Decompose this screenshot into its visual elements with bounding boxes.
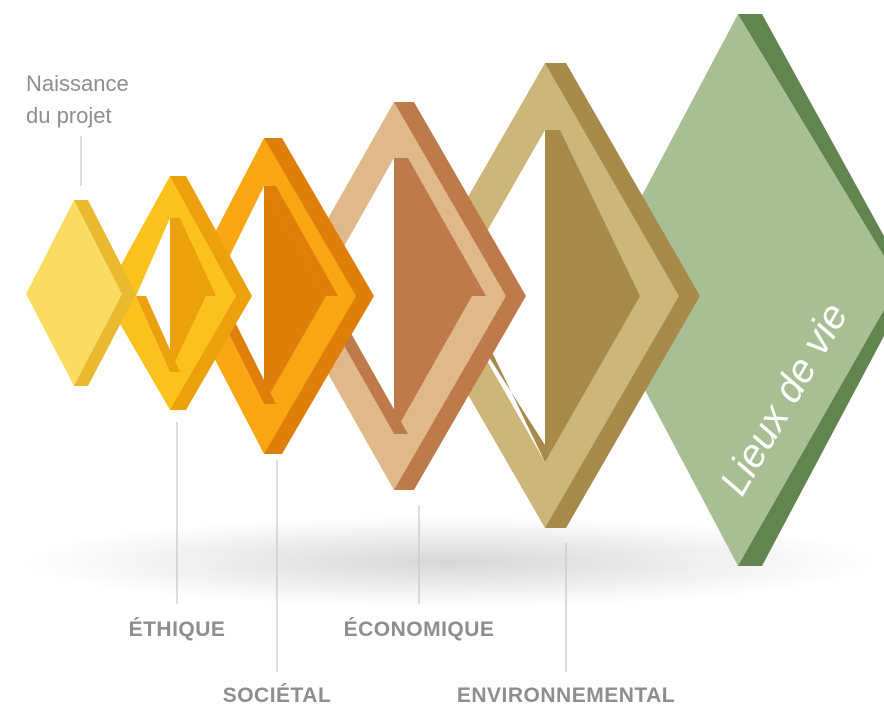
ring-societal-face bbox=[182, 138, 356, 454]
ring-societal bbox=[182, 138, 374, 454]
origin-label-line2: du projet bbox=[26, 103, 112, 128]
origin-label-line1: Naissance bbox=[26, 71, 129, 96]
final-diamond: Lieux de vie bbox=[592, 14, 884, 566]
ring-economique bbox=[284, 102, 526, 490]
ring-ethique bbox=[104, 176, 252, 410]
label-environnemental: ENVIRONNEMENTAL bbox=[456, 684, 676, 707]
ring-societal-inner-shade bbox=[210, 186, 338, 404]
label-economique: ÉCONOMIQUE bbox=[343, 618, 495, 641]
ring-economique-inner-shade bbox=[316, 158, 486, 434]
origin-label: Naissance du projet bbox=[26, 68, 196, 132]
ring-ethique-inner-shade bbox=[136, 218, 216, 372]
label-ethique: ÉTHIQUE bbox=[128, 618, 226, 641]
final-diamond-face bbox=[592, 14, 884, 566]
ring-environnemental bbox=[411, 63, 700, 528]
ring-environnemental-face bbox=[411, 63, 679, 528]
ring-environnemental-inner-shade bbox=[450, 130, 640, 462]
ring-economique-face bbox=[284, 102, 506, 490]
ring-ethique-face bbox=[104, 176, 236, 410]
ground-shadow bbox=[20, 516, 880, 608]
label-societal: SOCIÉTAL bbox=[222, 684, 332, 707]
seed-diamond bbox=[26, 200, 136, 386]
seed-diamond-face bbox=[26, 200, 122, 386]
